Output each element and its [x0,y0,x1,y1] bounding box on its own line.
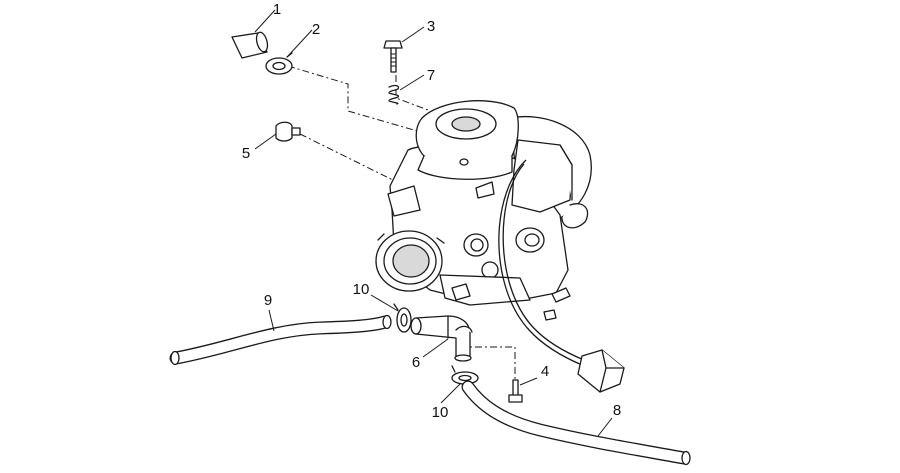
part-10-lower-clip [451,365,479,385]
part-8-hose [461,380,691,466]
callout-7: 7 [427,67,435,84]
callout-2: 2 [312,21,320,38]
callout-10-lower: 10 [432,404,449,421]
part-4-screw [508,379,523,403]
callout-1: 1 [273,1,281,18]
callout-5: 5 [242,145,250,162]
callout-9: 9 [264,292,272,309]
callout-10-upper: 10 [353,281,370,298]
callout-6: 6 [412,354,420,371]
part-5-screw [275,121,301,142]
part-7-spring [388,84,400,105]
part-2-spring-clip [265,52,293,75]
callout-4: 4 [541,363,549,380]
leader-lines [254,9,613,437]
callout-8: 8 [613,402,621,419]
part-3-bolt [383,40,403,73]
carburettor-body [375,100,592,321]
wire-and-connector [498,159,625,393]
part-10-upper-clip [393,303,412,333]
part-1-cap [231,31,269,59]
part-9-hose [169,314,392,366]
callout-3: 3 [427,18,435,35]
part-6-elbow-fitting [410,315,473,362]
callout-numbers: 1 2 3 7 5 9 10 6 4 10 8 [242,1,621,421]
